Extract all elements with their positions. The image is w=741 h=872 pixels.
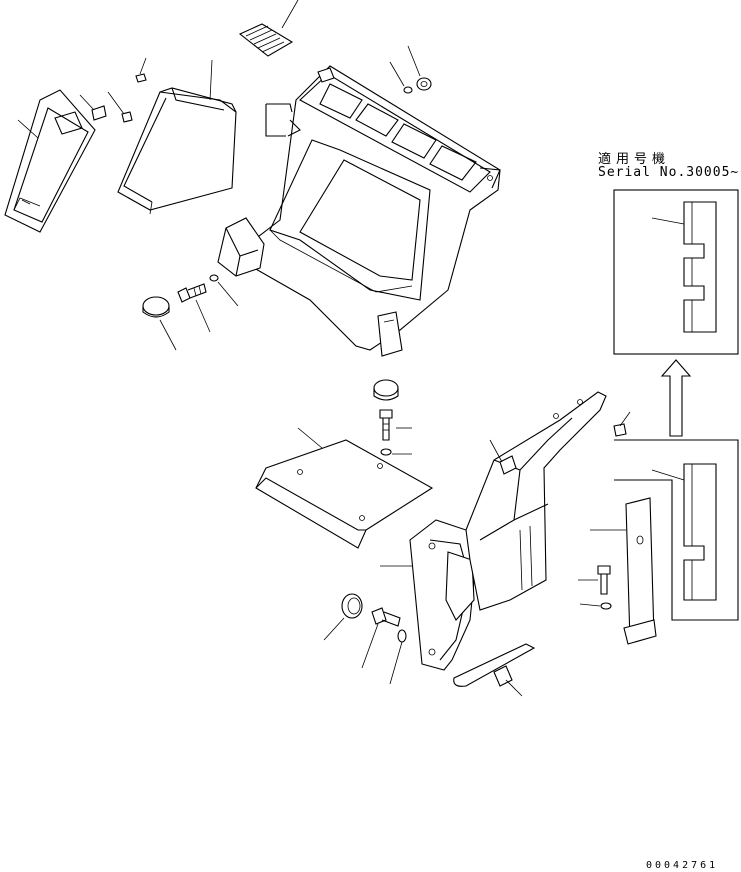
strip-bracket [453, 643, 536, 697]
cover-plate [255, 427, 434, 549]
vent-grille [238, 0, 299, 57]
cap-upper [142, 296, 177, 351]
nut-right [613, 411, 631, 437]
applies-to-label: 適用号機 [598, 152, 671, 167]
washer-upper [209, 274, 239, 307]
door-leader [17, 119, 39, 139]
console-panel [253, 65, 501, 357]
clip-group [265, 103, 301, 137]
box-leader [209, 59, 213, 101]
nut-top [407, 45, 432, 91]
clip-part [79, 94, 107, 121]
bolt-vertical [379, 409, 412, 456]
washer-top [389, 61, 413, 94]
bolt-lower [361, 607, 401, 669]
side-panel [380, 519, 477, 671]
cap-lower [373, 379, 399, 401]
serial-number-label: Serial No.30005~ [598, 165, 740, 180]
bolt-upper [177, 283, 211, 333]
door-panel [4, 89, 96, 233]
upgrade-arrow [660, 359, 692, 437]
screw-part [135, 57, 147, 83]
vertical-bracket [590, 497, 657, 645]
bolt-small [107, 91, 133, 123]
bolt-right [578, 565, 611, 595]
washer-right [579, 602, 612, 610]
serial-inset-lower [614, 439, 739, 621]
washer-lower [389, 629, 407, 685]
duct-fitting [489, 439, 517, 475]
console-top-nut [317, 67, 335, 83]
storage-box [117, 87, 237, 215]
bracket-block [217, 217, 265, 277]
ring-lower [323, 593, 363, 641]
duct-body [465, 391, 607, 611]
figure-number: 00042761 [646, 860, 719, 871]
serial-inset-upper [613, 189, 739, 355]
